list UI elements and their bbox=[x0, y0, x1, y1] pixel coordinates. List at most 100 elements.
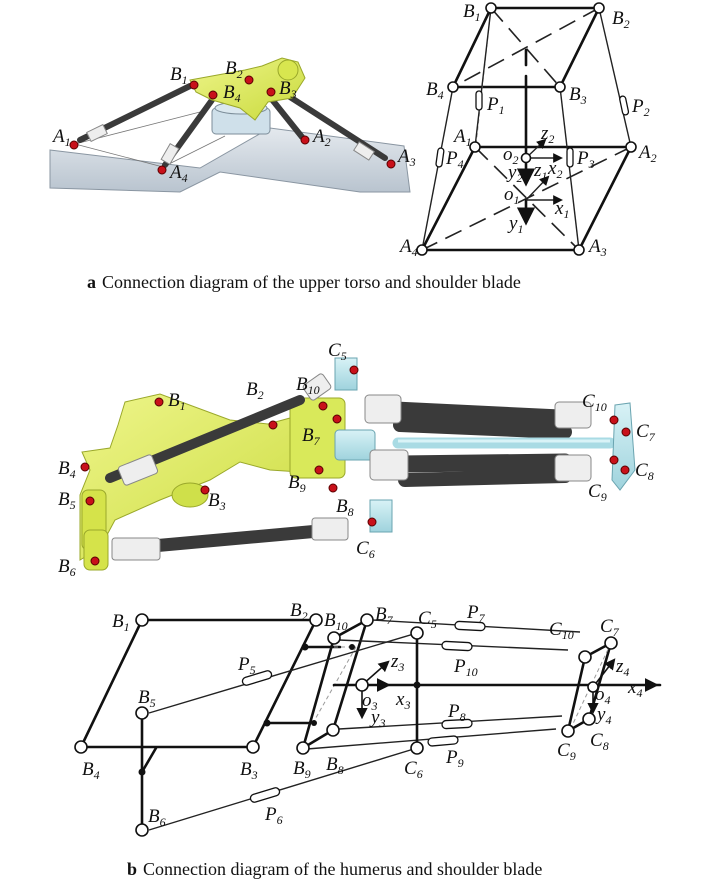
joint-B5 bbox=[135, 706, 149, 720]
joint-marker-B4 bbox=[208, 90, 218, 100]
prismatic-joint-P8 bbox=[441, 718, 473, 730]
label-a-y2: y2 bbox=[506, 162, 522, 185]
label-b-B10: B10 bbox=[324, 610, 348, 633]
label-render-b-C5: C5 bbox=[328, 340, 347, 363]
label-render-b-B8: B8 bbox=[336, 496, 354, 519]
torso-frame bbox=[49, 127, 411, 193]
label-render-b-C7: C7 bbox=[636, 421, 656, 444]
label-b-B4: B4 bbox=[82, 759, 100, 782]
rod-b9-c9 bbox=[391, 453, 574, 473]
joint-marker-A3 bbox=[386, 159, 396, 169]
joint-B2 bbox=[309, 613, 323, 627]
label-b-x3: x3 bbox=[395, 689, 410, 712]
label-render-b-B3: B3 bbox=[208, 490, 226, 513]
label-a-P3: P3 bbox=[576, 148, 595, 171]
joint-B7 bbox=[360, 613, 374, 627]
label-a-x2: x2 bbox=[547, 158, 562, 181]
panel-b-render: B1 B2 B3 B4 B5 B6 B7 B8 B9 B10 C5 C6 C7 … bbox=[58, 340, 656, 579]
label-a-A2: A2 bbox=[637, 142, 657, 165]
label-render-a-A1: A1 bbox=[51, 126, 71, 149]
prismatic-joint-P4 bbox=[435, 147, 445, 168]
label-render-a-B3: B3 bbox=[279, 78, 297, 101]
label-b-B5: B5 bbox=[138, 687, 156, 710]
label-render-b-C6: C6 bbox=[356, 538, 375, 561]
joint-marker-render-B10 bbox=[318, 401, 328, 411]
joint-A2 bbox=[625, 141, 637, 153]
caption-a: a Connection diagram of the upper torso a… bbox=[87, 272, 521, 293]
joint-marker-render-B6 bbox=[90, 556, 100, 566]
label-b-B1: B1 bbox=[112, 611, 130, 634]
joint-marker-render-B4 bbox=[80, 462, 90, 472]
joint-marker-A1 bbox=[69, 140, 79, 150]
caption-a-letter: a bbox=[87, 272, 96, 292]
prismatic-joint-P6 bbox=[249, 787, 281, 803]
panel-b-schematic: B1 B2 B3 B4 B5 B6 B7 B8 B9 B10 C5 C6 C7 … bbox=[74, 600, 662, 837]
joint-C7 bbox=[604, 636, 618, 650]
label-b-z4: z4 bbox=[615, 656, 629, 679]
label-b-B3: B3 bbox=[240, 759, 258, 782]
origin-o4 bbox=[587, 681, 599, 693]
label-b-P10: P10 bbox=[453, 656, 478, 679]
joint-marker-render-C9 bbox=[609, 455, 619, 465]
prismatic-joint-P1 bbox=[475, 90, 483, 111]
label-render-b-B1: B1 bbox=[168, 390, 186, 413]
prismatic-joint-P9 bbox=[427, 735, 459, 747]
joint-C6 bbox=[410, 741, 424, 755]
joint-marker-render-B7 bbox=[332, 414, 342, 424]
joint-B8 bbox=[326, 723, 340, 737]
label-render-b-C9: C9 bbox=[588, 481, 607, 504]
label-render-b-B2: B2 bbox=[246, 379, 264, 402]
label-render-b-B6: B6 bbox=[58, 556, 76, 579]
joint-C10 bbox=[578, 650, 592, 664]
label-b-P6: P6 bbox=[264, 804, 283, 827]
joint-A1 bbox=[469, 141, 481, 153]
label-b-B2: B2 bbox=[290, 600, 308, 623]
label-a-P4: P4 bbox=[445, 148, 464, 171]
label-render-b-B5: B5 bbox=[58, 489, 76, 512]
joint-marker-render-B2 bbox=[268, 420, 278, 430]
joint-B4 bbox=[447, 81, 459, 93]
label-b-B8: B8 bbox=[326, 754, 344, 777]
rod-b8-c8 bbox=[398, 469, 572, 487]
joint-B3 bbox=[554, 81, 566, 93]
label-a-P1: P1 bbox=[486, 94, 505, 117]
label-a-z1: z1 bbox=[533, 160, 547, 183]
caption-b-letter: b bbox=[127, 859, 138, 879]
label-b-P5: P5 bbox=[237, 654, 256, 677]
joint-A3 bbox=[573, 244, 585, 256]
label-render-b-C8: C8 bbox=[635, 460, 654, 483]
scapula-part bbox=[189, 57, 306, 121]
label-b-B6: B6 bbox=[148, 806, 166, 829]
joint-marker-render-B9 bbox=[314, 465, 324, 475]
joint-marker-render-B5 bbox=[85, 496, 95, 506]
prismatic-joint-P7 bbox=[454, 620, 486, 632]
label-b-o4: o4 bbox=[595, 684, 611, 707]
label-a-B1: B1 bbox=[463, 1, 481, 24]
joint-marker-render-C7 bbox=[621, 427, 631, 437]
joint-C9 bbox=[561, 724, 575, 738]
joint-A4 bbox=[416, 244, 428, 256]
panel-a-render: B1 B2 B3 B4 A1 A2 A3 A4 bbox=[49, 57, 416, 193]
label-render-b-B7: B7 bbox=[302, 425, 321, 448]
joint-B10 bbox=[327, 631, 341, 645]
caption-b-text: Connection diagram of the humerus and sh… bbox=[143, 859, 543, 879]
joint-marker-A4 bbox=[157, 165, 167, 175]
caption-a-text: Connection diagram of the upper torso an… bbox=[102, 272, 521, 292]
label-a-A1: A1 bbox=[452, 126, 472, 149]
joint-marker-B2 bbox=[244, 75, 254, 85]
label-render-a-A2: A2 bbox=[311, 126, 331, 149]
rod-a2-b3 bbox=[267, 94, 305, 140]
joint-B1 bbox=[485, 2, 497, 14]
joint-B6 bbox=[135, 823, 149, 837]
rod-b6-c6 bbox=[123, 523, 337, 555]
label-render-a-B2: B2 bbox=[225, 58, 243, 81]
joint-B9 bbox=[296, 741, 310, 755]
label-b-o3: o3 bbox=[362, 690, 378, 713]
label-b-x4: x4 bbox=[627, 677, 642, 700]
joint-marker-render-B3 bbox=[200, 485, 210, 495]
label-render-a-B1: B1 bbox=[170, 64, 188, 87]
label-a-o2: o2 bbox=[503, 144, 519, 167]
joint-B4 bbox=[74, 740, 88, 754]
joint-B3 bbox=[246, 740, 260, 754]
